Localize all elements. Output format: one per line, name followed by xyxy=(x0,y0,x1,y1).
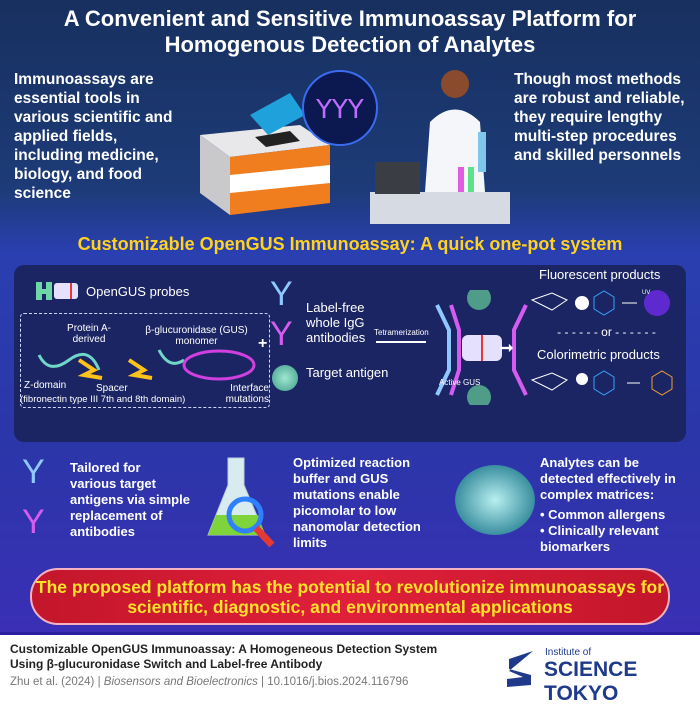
paper-title-line-1: Customizable OpenGUS Immunoassay: A Homo… xyxy=(10,642,438,656)
colorimetric-products-label: Colorimetric products xyxy=(537,347,660,362)
fibronectin-label: (fibronectin type III 7th and 8th domain… xyxy=(20,394,186,405)
infographic: A Convenient and Sensitive Immunoassay P… xyxy=(0,0,700,632)
footer: Customizable OpenGUS Immunoassay: A Homo… xyxy=(0,632,700,705)
science-tokyo-logo-icon xyxy=(507,651,533,687)
spacer-label: Spacer xyxy=(96,383,128,394)
colorimetric-reaction-icon xyxy=(530,370,673,396)
antibody-icon: Y xyxy=(270,315,293,353)
logo-small-text: Institute of xyxy=(545,647,592,658)
antibody-icon: Y xyxy=(270,275,293,313)
title-line-2: Homogenous Detection of Analytes xyxy=(164,32,536,57)
opengus-probe-icon xyxy=(36,282,78,300)
feature-buffer-text: Optimized reaction buffer and GUS mutati… xyxy=(293,455,421,550)
svg-text:YYY: YYY xyxy=(315,95,364,125)
antibodies-label: Label-free whole IgG antibodies xyxy=(306,300,366,345)
tetramerization-label: Tetramerization xyxy=(374,328,429,337)
z-domain-label: Z-domain xyxy=(24,380,67,391)
authors: Zhu et al. (2024) xyxy=(10,676,95,688)
flask-magnifier-icon xyxy=(207,457,275,548)
active-gus-complex-icon xyxy=(435,290,528,405)
plus-sign: + xyxy=(258,335,268,352)
page-title: A Convenient and Sensitive Immunoassay P… xyxy=(0,6,700,58)
intro-left-text: Immunoassays are essential tools in vari… xyxy=(14,71,173,202)
opengus-probes-label: OpenGUS probes xyxy=(86,284,190,299)
or-divider: - - - - - - or - - - - - - xyxy=(557,325,656,339)
diagram-panel: OpenGUS probes Protein A-derived β-glucu… xyxy=(14,265,686,442)
antibody-icon: Y xyxy=(22,503,45,541)
bullet-biomarkers: • Clinically relevant biomarkers xyxy=(540,523,659,554)
feature-matrix-text: Analytes can be detected effectively in … xyxy=(540,455,676,502)
paper-title-line-2: Using β-glucuronidase Switch and Label-f… xyxy=(10,657,323,671)
complex-matrix-icon xyxy=(455,465,535,535)
interface-mutations-label: Interface mutations xyxy=(225,383,269,405)
protein-structure-icon xyxy=(37,349,256,381)
doi-link[interactable]: 10.1016/j.bios.2024.116796 xyxy=(267,676,409,688)
fluorescent-products-label: Fluorescent products xyxy=(539,267,661,282)
title-line-1: A Convenient and Sensitive Immunoassay P… xyxy=(63,6,637,31)
bullet-allergens: • Common allergens xyxy=(540,507,666,522)
citation: Zhu et al. (2024) | Biosensors and Bioel… xyxy=(10,676,409,688)
footer-divider xyxy=(0,632,700,635)
active-gus-label: Active GUS xyxy=(439,378,481,387)
conclusion-banner: The proposed platform has the potential … xyxy=(30,568,670,625)
antibody-icon: Y xyxy=(22,453,45,491)
logo-big-text: SCIENCE TOKYO xyxy=(544,658,638,705)
antibody-circle-icon: YYY xyxy=(302,70,378,146)
arrow-right-icon: ➞ xyxy=(500,340,514,357)
probe-detail-box xyxy=(20,313,270,408)
intro-right-text: Though most methods are robust and relia… xyxy=(514,71,685,164)
protein-a-label: Protein A-derived xyxy=(67,323,111,345)
arrow-right-icon xyxy=(376,341,426,343)
analyzer-device-icon xyxy=(200,93,330,215)
feature-antibody-text: Tailored for various target antigens via… xyxy=(70,460,190,539)
svg-text:UV: UV xyxy=(642,290,650,296)
or-label: or xyxy=(601,325,612,339)
gus-monomer-label: β-glucuronidase (GUS) monomer xyxy=(145,325,248,347)
scientist-illustration xyxy=(370,70,510,224)
antigen-icon xyxy=(272,365,298,391)
fluorescent-reaction-icon: UV xyxy=(530,290,670,316)
antigen-label: Target antigen xyxy=(306,365,389,380)
section-heading: Customizable OpenGUS Immunoassay: A quic… xyxy=(77,234,623,254)
journal: Biosensors and Bioelectronics xyxy=(103,676,258,688)
